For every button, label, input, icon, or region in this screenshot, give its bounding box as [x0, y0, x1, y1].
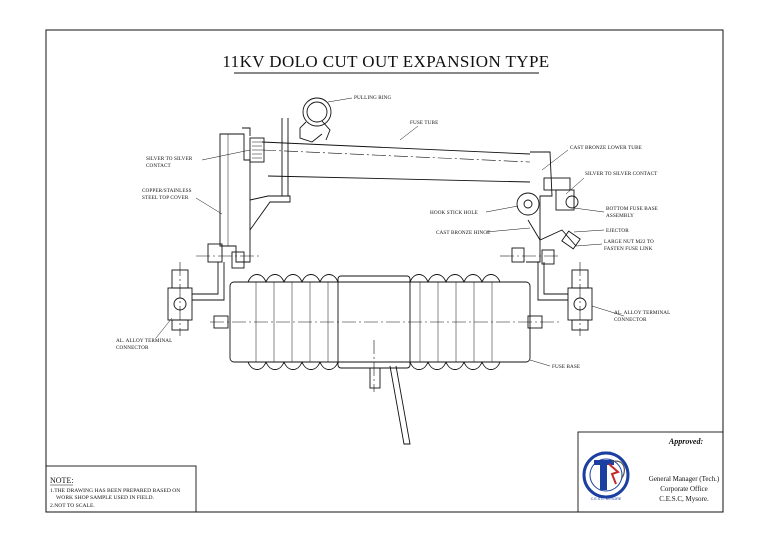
- left-terminal-connector: [167, 262, 225, 336]
- cesc-logo: CESC C.E.S.C. MYSORE: [582, 451, 630, 501]
- right-terminal-connector: [537, 262, 593, 336]
- label-terminal-left: AL. ALLOY TERMINAL: [116, 338, 172, 344]
- lower-contact-assembly: [500, 151, 581, 265]
- label-silver-contact-left-2: CONTACT: [146, 163, 172, 169]
- label-fuse-tube: FUSE TUBE: [410, 120, 438, 126]
- insulator: [210, 274, 560, 445]
- approval-line-1: General Manager (Tech.): [649, 475, 720, 483]
- svg-text:CESC: CESC: [601, 451, 611, 455]
- label-top-cover-2: STEEL TOP COVER: [142, 195, 189, 201]
- note-line-2: WORK SHOP SAMPLE USED IN FIELD.: [56, 495, 155, 501]
- top-contact-assembly: [196, 118, 291, 269]
- label-large-nut: LARGE NUT M22 TO: [604, 239, 654, 245]
- label-silver-contact-right: SILVER TO SILVER CONTACT: [585, 171, 658, 177]
- sheet-border: [45, 29, 724, 513]
- note-line-3: 2.NOT TO SCALE.: [50, 503, 95, 509]
- note-box: NOTE: 1.THE DRAWING HAS BEEN PREPARED BA…: [45, 465, 197, 513]
- drawing-title: 11KV DOLO CUT OUT EXPANSION TYPE: [222, 52, 549, 71]
- note-heading: NOTE:: [50, 476, 74, 485]
- pulling-ring: [299, 97, 332, 143]
- label-fuse-base: FUSE BASE: [552, 364, 580, 370]
- cutout-drawing: PULLING RING FUSE TUBE SILVER TO SILVER …: [116, 95, 670, 445]
- label-pulling-ring: PULLING RING: [354, 95, 392, 101]
- label-terminal-left-2: CONNECTOR: [116, 345, 149, 351]
- label-bottom-fuse-base: BOTTOM FUSE BASE: [606, 206, 658, 212]
- fuse-tube: [249, 137, 531, 183]
- svg-text:C.E.S.C. MYSORE: C.E.S.C. MYSORE: [591, 497, 622, 501]
- approval-line-2: Corporate Office: [660, 485, 708, 493]
- note-line-1: 1.THE DRAWING HAS BEEN PREPARED BASED ON: [50, 488, 180, 494]
- approval-line-3: C.E.S.C, Mysore.: [659, 495, 709, 503]
- label-top-cover: COPPER/STAINLESS: [142, 188, 192, 194]
- label-ejector: EJECTOR: [606, 228, 629, 234]
- label-large-nut-2: FASTEN FUSE LINK: [604, 246, 653, 252]
- label-hook-stick-hole: HOOK STICK HOLE: [430, 210, 478, 216]
- label-cast-bronze-hinge: CAST BRONZE HINGE: [436, 230, 490, 236]
- label-terminal-right: AL. ALLOY TERMINAL: [614, 310, 670, 316]
- label-silver-contact-left: SILVER TO SILVER: [146, 156, 193, 162]
- approval-heading: Approved:: [668, 437, 704, 446]
- approval-box: Approved: CESC C.E.S.C. MYSORE General M…: [577, 431, 724, 513]
- leader-lines: [155, 97, 625, 367]
- label-bottom-fuse-base-2: ASSEMBLY: [606, 213, 634, 219]
- label-terminal-right-2: CONNECTOR: [614, 317, 647, 323]
- label-cast-bronze-lower-tube: CAST BRONZE LOWER TUBE: [570, 145, 642, 151]
